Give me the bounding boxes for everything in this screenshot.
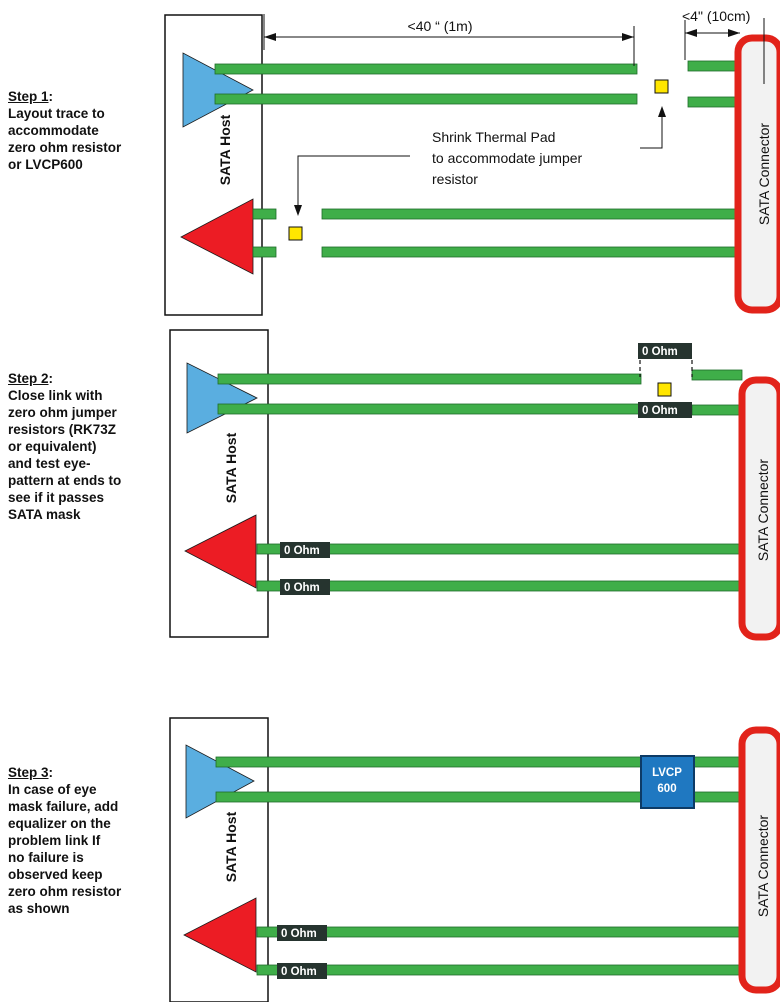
callout-leader xyxy=(297,155,410,210)
sata-connector-label: SATA Connector xyxy=(755,459,771,562)
zero-ohm-label: 0 Ohm xyxy=(642,405,678,417)
zero-ohm-resistor xyxy=(638,343,692,359)
receive-driver-icon xyxy=(180,198,254,275)
step-2-line: Close link with xyxy=(8,388,103,403)
arrowhead xyxy=(658,106,666,117)
tx-trace-top xyxy=(217,373,642,385)
callout-line: Shrink Thermal Pad xyxy=(432,129,555,145)
sata-connector-label: SATA Connector xyxy=(755,815,771,918)
sata-host-label: SATA Host xyxy=(223,811,239,882)
step-2-description: Step 2: Close link with zero ohm jumper … xyxy=(8,370,176,523)
zero-ohm-label: 0 Ohm xyxy=(642,346,678,358)
step-1-line: Layout trace to xyxy=(8,106,105,121)
step-2-line: resistors (RK73Z xyxy=(8,422,117,437)
sata-connector xyxy=(738,726,780,994)
thermal-pad xyxy=(288,226,303,241)
sata-connector xyxy=(734,34,780,314)
step-3-line: In case of eye xyxy=(8,782,97,797)
receive-driver-icon xyxy=(184,514,257,589)
callout-leader xyxy=(640,110,663,149)
step-2-title: Step 2 xyxy=(8,371,49,386)
step-3-line: observed keep xyxy=(8,867,103,882)
rx-trace-bottom xyxy=(321,246,741,258)
tx-trace-connector-bottom xyxy=(691,404,743,416)
step-3-line: zero ohm resistor xyxy=(8,884,122,899)
zero-ohm-resistor xyxy=(277,963,327,979)
callout-line: resistor xyxy=(432,171,478,187)
callout-line: to accommodate jumper xyxy=(432,150,583,166)
step-2-line: or equivalent) xyxy=(8,439,97,454)
step-1-description: Step 1: Layout trace to accommodate zero… xyxy=(8,88,176,173)
rx-trace-bottom xyxy=(256,964,743,976)
arrowhead xyxy=(685,29,697,37)
tx-trace-connector-top xyxy=(687,60,741,72)
zero-ohm-label: 0 Ohm xyxy=(284,545,320,557)
thermal-pad xyxy=(657,382,672,397)
step-3-line: mask failure, add xyxy=(8,799,119,814)
tx-trace-bottom xyxy=(214,93,638,105)
step-2-line: zero ohm jumper xyxy=(8,405,117,420)
step-3-line: problem link If xyxy=(8,833,101,848)
lvcp-label: 600 xyxy=(657,783,676,795)
rx-trace-host-bottom xyxy=(252,246,277,258)
zero-ohm-label: 0 Ohm xyxy=(281,966,317,978)
dimension-short-label: <4" (10cm) xyxy=(682,8,750,24)
zero-ohm-resistor xyxy=(277,925,327,941)
zero-ohm-label: 0 Ohm xyxy=(284,582,320,594)
zero-ohm-label: 0 Ohm xyxy=(281,928,317,940)
step-2-line: see if it passes xyxy=(8,490,105,505)
step-2-line: and test eye- xyxy=(8,456,91,471)
dimension-long-label: <40 “ (1m) xyxy=(408,18,473,34)
tx-trace-connector-bottom xyxy=(693,791,743,803)
step-1-line: accommodate xyxy=(8,123,99,138)
rx-trace-host-top xyxy=(252,208,277,220)
lvcp-label: LVCP xyxy=(652,767,682,779)
zero-ohm-resistor xyxy=(280,579,330,595)
sata-host-label: SATA Host xyxy=(217,114,233,185)
zero-ohm-resistor xyxy=(638,402,692,418)
step-1-title: Step 1 xyxy=(8,89,49,104)
step-3-title: Step 3 xyxy=(8,765,49,780)
tx-trace-bottom xyxy=(217,403,642,415)
arrowhead xyxy=(728,29,740,37)
tx-trace-connector-bottom xyxy=(687,96,741,108)
thermal-pad xyxy=(654,79,669,94)
lvcp600-equalizer xyxy=(640,755,695,809)
sata-host-label: SATA Host xyxy=(223,432,239,503)
sata-connector-label: SATA Connector xyxy=(756,123,772,226)
step-2-line: pattern at ends to xyxy=(8,473,122,488)
tx-trace-top xyxy=(215,756,642,768)
tx-trace-connector-top xyxy=(691,369,743,381)
zero-ohm-resistor xyxy=(280,542,330,558)
rx-trace-top xyxy=(256,926,743,938)
tx-trace-top xyxy=(214,63,638,75)
step-3-description: Step 3: In case of eye mask failure, add… xyxy=(8,764,176,917)
step-1-line: or LVCP600 xyxy=(8,157,83,172)
arrowhead xyxy=(264,33,276,41)
step-3-line: equalizer on the xyxy=(8,816,111,831)
rx-trace-top xyxy=(321,208,741,220)
receive-driver-icon xyxy=(183,897,257,973)
step-2-line: SATA mask xyxy=(8,507,81,522)
arrowhead xyxy=(622,33,634,41)
sata-connector xyxy=(738,376,780,641)
step-1-line: zero ohm resistor xyxy=(8,140,122,155)
arrowhead xyxy=(294,205,302,216)
tx-trace-connector-top xyxy=(693,756,743,768)
step-3-line: as shown xyxy=(8,901,70,916)
step-3-line: no failure is xyxy=(8,850,84,865)
tx-trace-bottom xyxy=(215,791,642,803)
